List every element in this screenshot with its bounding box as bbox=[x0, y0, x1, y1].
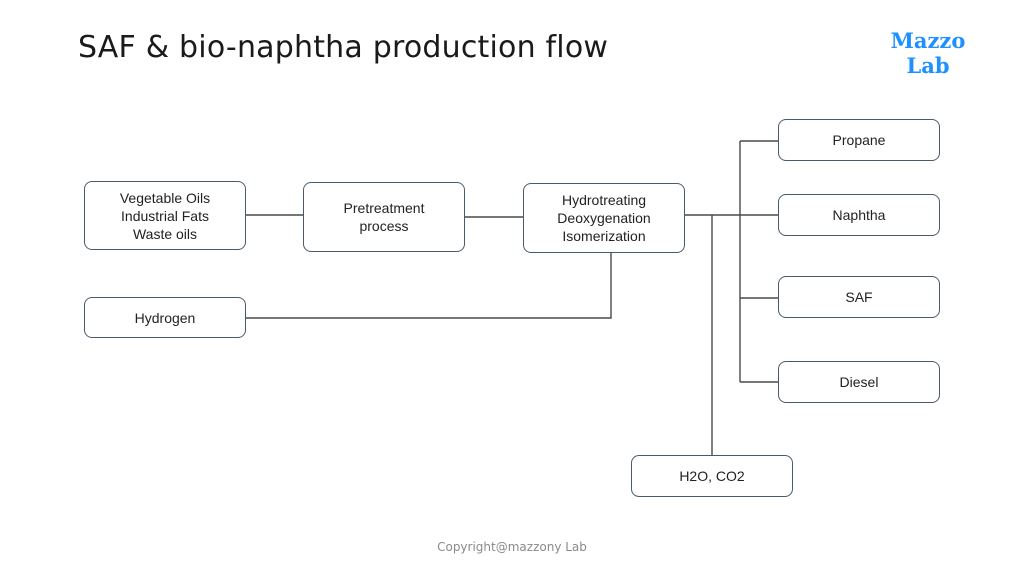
reactor-box: Hydrotreating Deoxygenation Isomerizatio… bbox=[523, 183, 685, 253]
saf-label: SAF bbox=[845, 289, 873, 305]
logo-line-1: Mazzo bbox=[890, 28, 966, 53]
reactor-label-3: Isomerization bbox=[562, 228, 646, 244]
diesel-label: Diesel bbox=[839, 374, 879, 390]
feedstock-label-3: Waste oils bbox=[132, 225, 198, 242]
saf-box: SAF bbox=[778, 276, 940, 318]
hydrogen-box: Hydrogen bbox=[84, 297, 246, 338]
propane-label: Propane bbox=[832, 132, 886, 148]
naphtha-box: Naphtha bbox=[778, 194, 940, 236]
mazzo-lab-logo: Mazzo Lab bbox=[878, 28, 978, 78]
pretreatment-label-2: process bbox=[359, 218, 409, 234]
hydrogen-label: Hydrogen bbox=[134, 309, 196, 326]
naphtha-label: Naphtha bbox=[832, 207, 886, 223]
pretreatment-box: Pretreatment process bbox=[303, 182, 465, 252]
connector-hydrogen-to-reactor bbox=[245, 253, 612, 319]
diesel-box: Diesel bbox=[778, 361, 940, 403]
propane-box: Propane bbox=[778, 119, 940, 161]
reactor-label-2: Deoxygenation bbox=[557, 210, 651, 226]
feedstock-box: Vegetable Oils Industrial Fats Waste oil… bbox=[84, 181, 246, 250]
byproducts-label: H2O, CO2 bbox=[679, 468, 745, 484]
logo-line-2: Lab bbox=[906, 53, 950, 78]
pretreatment-label-1: Pretreatment bbox=[343, 200, 425, 216]
page-title: SAF & bio-naphtha production flow bbox=[78, 30, 609, 65]
feedstock-label-2: Industrial Fats bbox=[121, 207, 209, 224]
copyright-footer: Copyright@mazzony Lab bbox=[437, 540, 587, 554]
reactor-label-1: Hydrotreating bbox=[561, 192, 647, 208]
byproducts-box: H2O, CO2 bbox=[631, 455, 793, 497]
feedstock-label-1: Vegetable Oils bbox=[119, 189, 211, 206]
